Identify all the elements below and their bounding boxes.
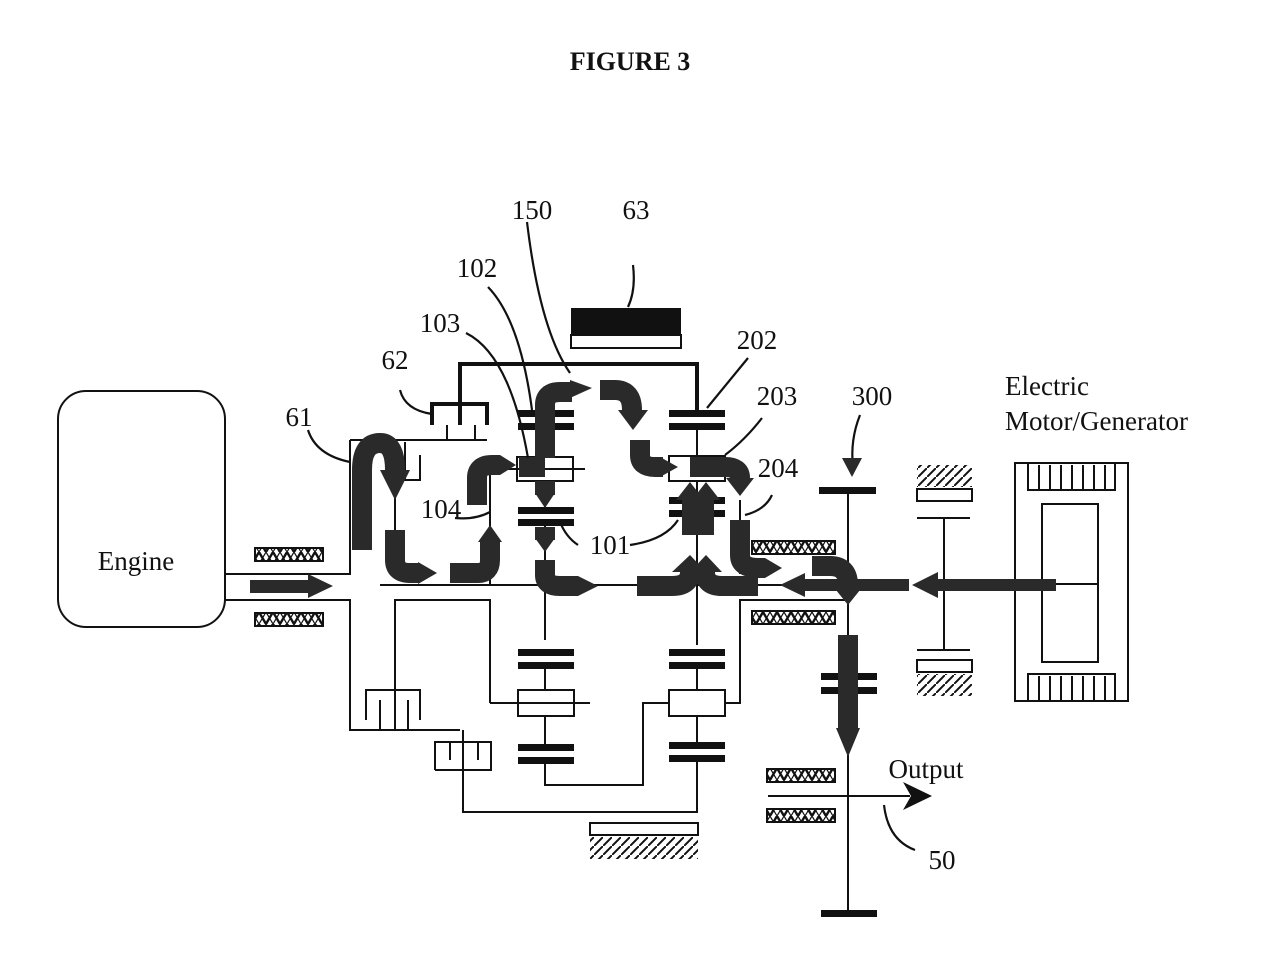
ref-61: 61 [286, 402, 313, 432]
input-bearing-top [254, 547, 324, 562]
reference-numerals: 61 62 63 150 102 103 104 101 202 203 204… [286, 195, 956, 875]
engine-block: Engine [57, 390, 226, 628]
flow-arrow-104 [478, 525, 502, 542]
ref-101: 101 [590, 530, 631, 560]
ref-204: 204 [758, 453, 799, 483]
ref-104: 104 [421, 494, 462, 524]
input-bearing-bottom [254, 612, 324, 627]
motor-shaft-bearing-top [751, 540, 836, 555]
output-label: Output [888, 754, 964, 784]
ref-102: 102 [457, 253, 498, 283]
flow-arrow-clutch-61 [352, 433, 405, 550]
ref-202: 202 [737, 325, 778, 355]
output-shaft-50: Output [766, 754, 964, 823]
ref-62: 62 [382, 345, 409, 375]
engine-label: Engine [98, 546, 174, 576]
motor-label-line2: Motor/Generator [1005, 406, 1188, 436]
ref-300: 300 [852, 381, 893, 411]
clutch-62 [430, 362, 699, 440]
power-flow-paths [250, 380, 1056, 757]
ref-103: 103 [420, 308, 461, 338]
motor-shaft-bearing-bottom [751, 610, 836, 625]
motor-label-line1: Electric [1005, 371, 1089, 401]
flow-arrow-output [836, 728, 860, 757]
electric-motor-generator: Electric Motor/Generator [1005, 371, 1188, 702]
lower-brakes [365, 689, 492, 771]
ground-bottom [589, 822, 699, 859]
ref-63: 63 [623, 195, 650, 225]
figure-title: FIGURE 3 [570, 47, 691, 76]
brake-63 [570, 308, 682, 349]
flow-arrow-motor [912, 572, 938, 598]
ref-203: 203 [757, 381, 798, 411]
input-shaft [225, 440, 850, 731]
ref-150: 150 [512, 195, 553, 225]
leader-lines [306, 221, 916, 852]
flow-arrow-150 [570, 380, 592, 398]
flow-arrow-engine [250, 580, 310, 593]
ref-50: 50 [929, 845, 956, 875]
